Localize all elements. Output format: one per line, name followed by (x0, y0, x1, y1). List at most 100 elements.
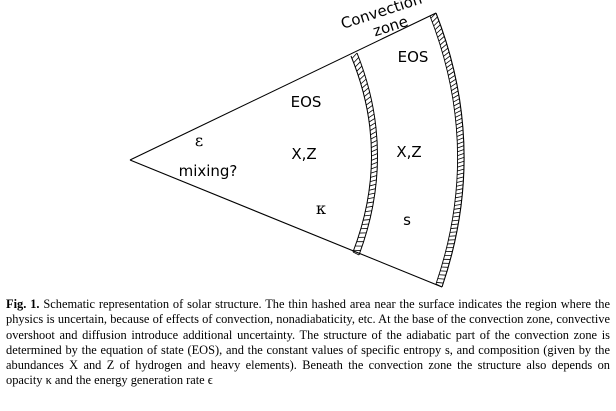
surface-hatch-stroke (444, 55, 451, 61)
convection-base-hatch-stroke (371, 153, 378, 157)
convection-base-hatch-stroke (371, 157, 378, 161)
solar-structure-diagram: Convection zone ε mixing? X,Z EOS κ EOS … (129, 0, 465, 288)
convection-base-hatch-stroke (367, 197, 375, 200)
convection-base-hatch-stroke (366, 205, 373, 208)
convection-base-hatch-stroke (371, 139, 378, 144)
surface-hatch-stroke (456, 125, 463, 130)
convection-base-hatch (351, 52, 378, 256)
solar-surface-arc (435, 12, 465, 288)
surface-hatch-stroke (456, 133, 464, 137)
surface-hatch-stroke (457, 172, 464, 176)
convection-base-inner-arc (350, 55, 372, 253)
surface-hatch-stroke (437, 32, 444, 38)
surface-hatch-stroke (451, 223, 459, 226)
convection-base-hatch-stroke (370, 175, 377, 178)
surface-hatch-stroke (457, 137, 464, 141)
convection-base-hatch-stroke (360, 78, 367, 85)
surface-hatch-stroke (434, 24, 441, 30)
surface-hatch-stroke (452, 94, 460, 99)
surface-hatch-stroke (453, 98, 460, 103)
surface-hatch-stroke (456, 176, 464, 180)
convection-base-hatch-stroke (371, 161, 378, 165)
convection-base-hatch-stroke (369, 183, 377, 187)
surface-hatch-stroke (443, 51, 450, 57)
surface-hatch-stroke (435, 283, 443, 288)
surface-hatch-stroke (450, 227, 458, 229)
convection-base-hatch-stroke (367, 109, 374, 114)
convection-base-hatch-stroke (363, 219, 370, 221)
surface-hatch-stroke (451, 86, 458, 91)
convection-eos-label: EOS (398, 48, 429, 66)
convection-base-hatch-stroke (368, 192, 375, 195)
convection-base-hatch-stroke (371, 166, 378, 170)
convection-base-hatch-stroke (364, 91, 370, 97)
convection-base-hatch-stroke (368, 118, 376, 123)
surface-hatch-stroke (457, 164, 465, 168)
surface-hatch-stroke (430, 12, 437, 19)
surface-hatch (430, 12, 465, 288)
entropy-s-label: s (403, 211, 411, 229)
surface-hatch-stroke (454, 110, 462, 114)
surface-hatch-stroke (453, 102, 461, 107)
convection-base-hatch-stroke (356, 65, 363, 72)
surface-hatch-stroke (457, 168, 465, 172)
surface-hatch-stroke (457, 149, 465, 153)
convection-base-hatch-stroke (365, 100, 372, 106)
surface-hatch-stroke (456, 184, 464, 187)
surface-hatch-stroke (452, 219, 459, 222)
surface-hatch-stroke (452, 215, 460, 218)
surface-hatch-stroke (455, 113, 462, 118)
surface-hatch-stroke (457, 153, 465, 157)
convection-base-hatch-stroke (365, 210, 372, 213)
convection-base-hatch-stroke (352, 251, 360, 256)
convection-base-hatch-stroke (370, 131, 377, 136)
surface-hatch-stroke (445, 59, 452, 65)
wedge-lower-edge (129, 159, 443, 288)
convection-base-hatch-stroke (364, 214, 371, 217)
convection-base-hatch-stroke (370, 179, 377, 183)
convection-base-hatch-stroke (369, 122, 376, 127)
surface-hatch-stroke (433, 20, 440, 27)
figure-caption: Fig. 1. Schematic representation of sola… (6, 297, 610, 389)
surface-hatch-stroke (454, 106, 461, 111)
surface-hatch-stroke (457, 160, 465, 164)
surface-hatch-stroke (456, 129, 464, 134)
surface-hatch-stroke (456, 188, 463, 191)
surface-hatch-stroke (439, 39, 446, 46)
convection-base-hatch-stroke (357, 70, 364, 76)
surface-hatch-stroke (448, 74, 456, 80)
convection-base-outer-arc (356, 52, 378, 256)
convection-base-hatch-stroke (362, 87, 369, 93)
figure-caption-label: Fig. 1. (6, 297, 40, 311)
surface-hatch-stroke (432, 16, 438, 23)
surface-hatch-stroke (446, 63, 453, 69)
surface-hatch-stroke (449, 231, 457, 233)
surface-hatch-stroke (437, 278, 445, 280)
convection-base-hatch-stroke (366, 201, 374, 204)
surface-hatch-stroke (457, 156, 465, 160)
surface-hatch-stroke (441, 43, 448, 50)
convection-xz-label: X,Z (396, 143, 421, 161)
convection-base-hatch-stroke (369, 188, 376, 191)
mixing-label: mixing? (179, 162, 238, 180)
surface-hatch-stroke (454, 200, 462, 203)
surface-hatch-stroke (447, 67, 454, 72)
convection-base-hatch-stroke (351, 52, 358, 59)
surface-hatch-stroke (436, 282, 444, 284)
convection-base-hatch-stroke (361, 83, 368, 89)
interior-eos-label: EOS (291, 93, 322, 111)
surface-hatch-stroke (454, 203, 462, 206)
surface-hatch-stroke (451, 90, 459, 95)
convection-base-hatch-stroke (354, 61, 361, 68)
surface-hatch-stroke (456, 180, 464, 183)
convection-base-hatch-stroke (368, 113, 375, 119)
epsilon-label: ε (195, 131, 203, 150)
convection-base-hatch-stroke (359, 74, 366, 80)
convection-base-hatch-stroke (365, 96, 371, 102)
convection-base-hatch-stroke (370, 170, 378, 174)
surface-hatch-stroke (449, 78, 457, 84)
surface-hatch-stroke (455, 192, 463, 195)
convection-base-hatch-stroke (370, 135, 377, 140)
wedge-upper-edge (129, 12, 437, 161)
surface-layer-inner-arc (429, 15, 459, 285)
